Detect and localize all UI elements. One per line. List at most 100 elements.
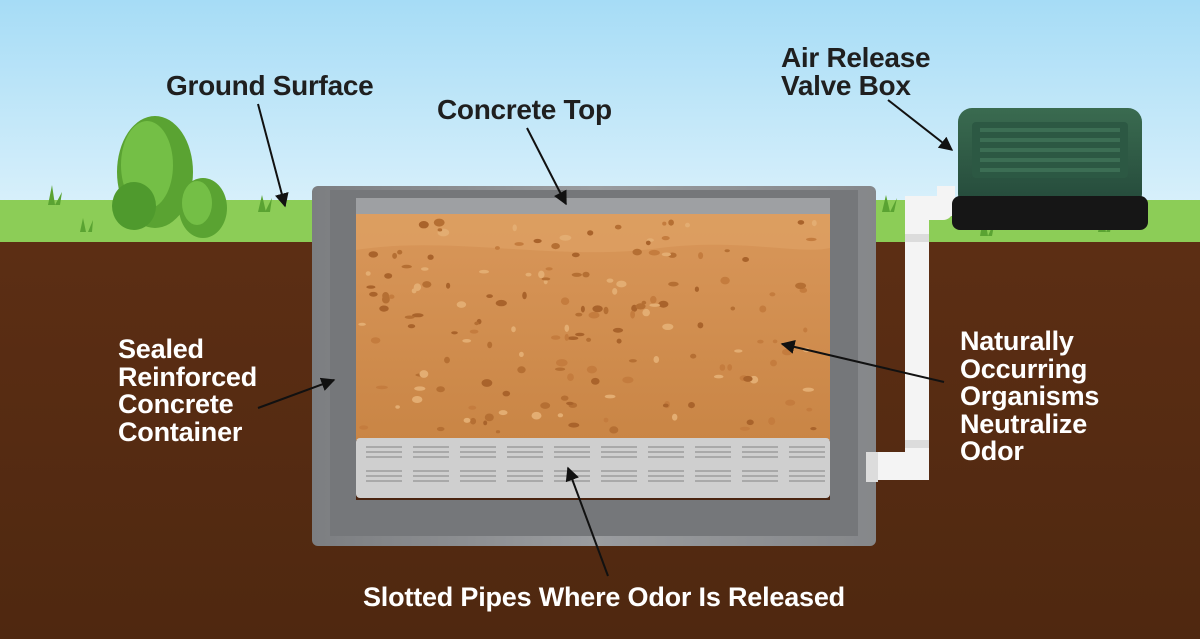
pebble bbox=[769, 292, 776, 297]
pebble bbox=[587, 230, 594, 236]
pebble bbox=[463, 417, 471, 423]
label-line: Container bbox=[118, 416, 243, 447]
pipe-slot bbox=[789, 475, 825, 477]
pebble bbox=[366, 285, 376, 289]
pebble bbox=[382, 292, 389, 300]
pebble bbox=[628, 359, 637, 363]
pebble bbox=[811, 220, 817, 227]
pipe-slot bbox=[554, 456, 590, 458]
pebble bbox=[719, 364, 726, 371]
pipe-slot bbox=[366, 475, 402, 477]
pebble bbox=[586, 365, 598, 374]
pipe-slot bbox=[366, 451, 402, 453]
pebble bbox=[512, 224, 517, 232]
pebble bbox=[418, 221, 429, 229]
pebble bbox=[698, 252, 704, 260]
pipe-slot bbox=[789, 456, 825, 458]
pebble bbox=[567, 336, 579, 341]
pipe-slot bbox=[507, 480, 543, 482]
pebble bbox=[739, 426, 750, 431]
arrow-organisms bbox=[780, 340, 945, 383]
pipe-slot bbox=[366, 470, 402, 472]
label-line: Odor bbox=[960, 436, 1024, 466]
pebble bbox=[555, 367, 566, 371]
pebble bbox=[650, 295, 657, 304]
pipe-slot bbox=[507, 470, 543, 472]
pipe-slot bbox=[554, 446, 590, 448]
pebble bbox=[413, 283, 422, 292]
pebble bbox=[436, 386, 445, 393]
pebble bbox=[551, 243, 560, 250]
pebble bbox=[370, 337, 381, 344]
pebble bbox=[422, 281, 432, 288]
pebble bbox=[586, 337, 592, 342]
pipe-slot bbox=[742, 480, 778, 482]
pipe-slot bbox=[601, 480, 637, 482]
pipe-slot bbox=[789, 446, 825, 448]
pebble bbox=[419, 370, 429, 378]
pointer-arrows bbox=[257, 99, 954, 577]
pebble bbox=[566, 401, 574, 406]
pebble bbox=[494, 246, 500, 250]
vent-pipe bbox=[866, 186, 955, 482]
label-sealed-container: Sealed Reinforced Concrete Container bbox=[118, 335, 257, 447]
pebble bbox=[414, 386, 426, 391]
pebble bbox=[661, 252, 672, 257]
pebble bbox=[462, 339, 472, 343]
label-line: Occurring bbox=[960, 353, 1088, 384]
pebble bbox=[724, 249, 730, 253]
pebble bbox=[730, 306, 736, 311]
pebble bbox=[560, 297, 570, 306]
pebble bbox=[522, 291, 527, 300]
pebble bbox=[571, 272, 582, 277]
pebble bbox=[632, 248, 642, 256]
pipe-slot bbox=[507, 451, 543, 453]
pebble bbox=[782, 348, 793, 356]
pebble bbox=[444, 356, 450, 364]
pebble bbox=[668, 281, 679, 287]
pebble bbox=[456, 301, 467, 308]
label-line: Air Release bbox=[781, 42, 931, 73]
arrow-valve-box bbox=[887, 99, 954, 151]
pebble bbox=[588, 311, 600, 319]
label-line: Neutralize bbox=[960, 408, 1088, 439]
pebble bbox=[697, 322, 704, 329]
arrow-concrete-top bbox=[526, 127, 567, 206]
pipe-slot bbox=[648, 446, 684, 448]
pebble bbox=[533, 238, 542, 244]
pebble bbox=[369, 291, 378, 297]
pipe-slot bbox=[742, 451, 778, 453]
pebble bbox=[511, 326, 516, 333]
pebble bbox=[571, 252, 580, 258]
pebble bbox=[648, 249, 660, 256]
pebble bbox=[412, 313, 424, 318]
label-line: Valve Box bbox=[781, 70, 911, 101]
label-air-release-valve-box: Air Release Valve Box bbox=[781, 42, 931, 101]
pebble bbox=[662, 403, 669, 408]
pebble bbox=[603, 417, 609, 423]
pipe-slot bbox=[460, 475, 496, 477]
label-concrete-top: Concrete Top bbox=[437, 94, 612, 125]
pipe-slot bbox=[695, 475, 731, 477]
pebble bbox=[437, 228, 443, 232]
pebble bbox=[379, 305, 389, 312]
pebble bbox=[580, 305, 585, 313]
pebble bbox=[375, 385, 388, 390]
pipe-slot bbox=[366, 456, 402, 458]
pipe-slot bbox=[601, 470, 637, 472]
pebble bbox=[609, 426, 619, 434]
pebble bbox=[392, 252, 397, 259]
pebble bbox=[591, 377, 600, 385]
pebble bbox=[797, 220, 805, 225]
pebble bbox=[685, 222, 690, 228]
pipe-slot bbox=[413, 480, 449, 482]
pipe-slots bbox=[366, 446, 825, 482]
pipe-slot bbox=[601, 456, 637, 458]
pebble bbox=[630, 310, 635, 319]
pebble bbox=[421, 267, 429, 271]
label-slotted-pipes: Slotted Pipes Where Odor Is Released bbox=[363, 582, 845, 612]
pebble bbox=[727, 364, 733, 371]
pipe-slot bbox=[695, 480, 731, 482]
pebble bbox=[568, 422, 580, 428]
